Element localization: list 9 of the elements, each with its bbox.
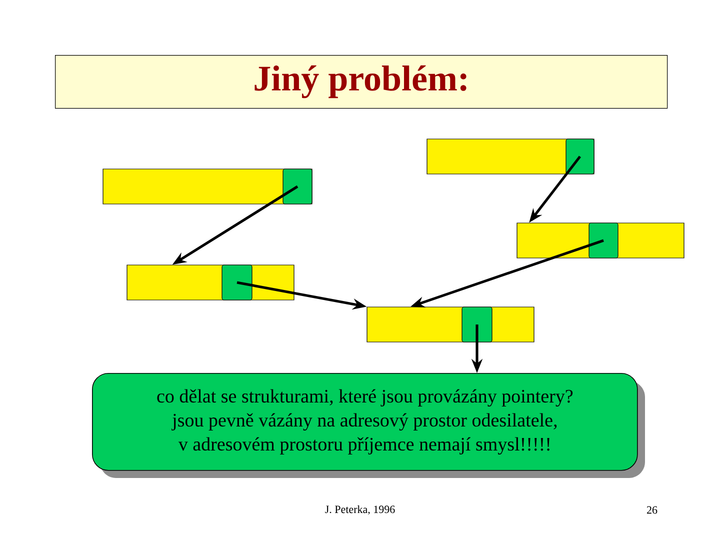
pointer-cell — [282, 168, 312, 204]
note-box: co dělat se strukturami, které jsou provázány pointery? jsou pevně vázány na adresový prostor odesilatele, v adresovém prostoru příjemce nemají smysl!!!!! — [92, 373, 645, 478]
footer-text: 26 — [647, 506, 658, 514]
pointer-cell — [222, 264, 252, 300]
title-banner: Jiný problém: — [55, 55, 668, 109]
pointer-cell — [588, 222, 618, 258]
pointer-cell — [462, 306, 492, 342]
pointer-cell — [566, 138, 594, 174]
footer-text: J. Peterka, 1996 — [325, 505, 395, 515]
